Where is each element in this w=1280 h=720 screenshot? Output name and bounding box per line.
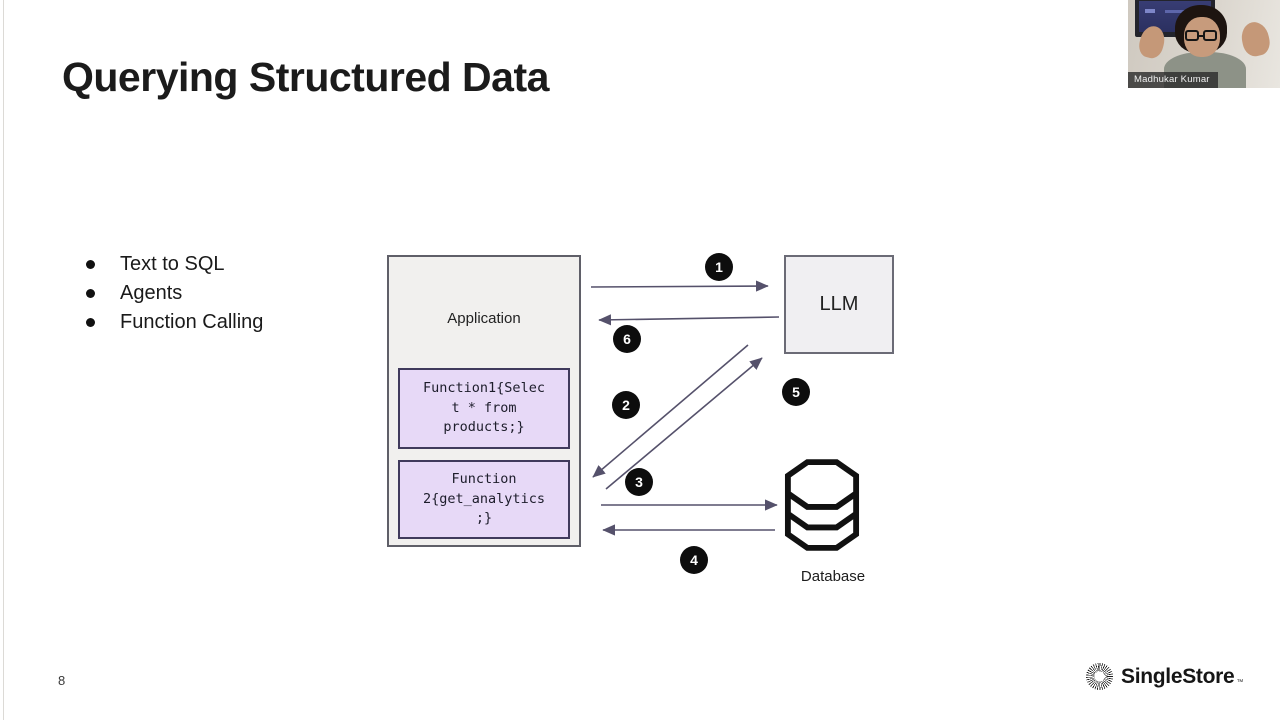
step-badge-5: 5 <box>782 378 810 406</box>
step-badge-2: 2 <box>612 391 640 419</box>
bullet-icon <box>86 318 95 327</box>
webcam-video: Madhukar Kumar <box>1128 0 1280 88</box>
function2-code-box: Function 2{get_analytics ;} <box>398 460 570 539</box>
step-badge-3: 3 <box>625 468 653 496</box>
arrow-2-llm-to-app-diagonal <box>592 344 749 478</box>
application-box: Application Function1{Selec t * from pro… <box>387 255 581 547</box>
list-item: Text to SQL <box>86 250 263 279</box>
trademark-mark: ™ <box>1236 679 1244 686</box>
list-item: Agents <box>86 279 263 308</box>
brand-wordmark: SingleStore <box>1121 664 1235 688</box>
screen-content-shape <box>1145 9 1155 13</box>
application-label: Application <box>447 310 521 327</box>
bullet-icon <box>86 260 95 269</box>
person-face <box>1184 17 1220 57</box>
list-item: Function Calling <box>86 308 263 337</box>
bullet-label: Function Calling <box>120 311 264 333</box>
function1-code-box: Function1{Selec t * from products;} <box>398 368 570 449</box>
step-badge-4: 4 <box>680 546 708 574</box>
arrow-5-app-to-llm-diagonal <box>605 357 763 490</box>
bullet-label: Text to SQL <box>120 253 225 275</box>
database-icon <box>784 459 860 551</box>
slide-title: Querying Structured Data <box>62 54 549 100</box>
bullet-list: Text to SQL Agents Function Calling <box>86 250 263 337</box>
left-edge-divider <box>3 0 4 720</box>
page-number: 8 <box>58 673 66 688</box>
database-label: Database <box>800 568 866 585</box>
arrow-6-llm-to-app <box>598 314 780 326</box>
bullet-label: Agents <box>120 282 183 304</box>
bullet-icon <box>86 289 95 298</box>
arrow-1-app-to-llm <box>590 280 769 292</box>
brand-logo: SingleStore ™ <box>1086 663 1243 690</box>
step-badge-6: 6 <box>613 325 641 353</box>
glasses-icon <box>1185 30 1217 41</box>
starburst-icon <box>1086 663 1113 690</box>
person-right-hand <box>1238 19 1273 59</box>
participant-name-label: Madhukar Kumar <box>1128 72 1218 88</box>
glasses-lens <box>1185 30 1199 41</box>
llm-box: LLM <box>784 255 894 354</box>
glasses-lens <box>1203 30 1217 41</box>
glasses-bridge <box>1199 34 1203 37</box>
step-badge-1: 1 <box>705 253 733 281</box>
flow-arrows <box>590 280 780 536</box>
